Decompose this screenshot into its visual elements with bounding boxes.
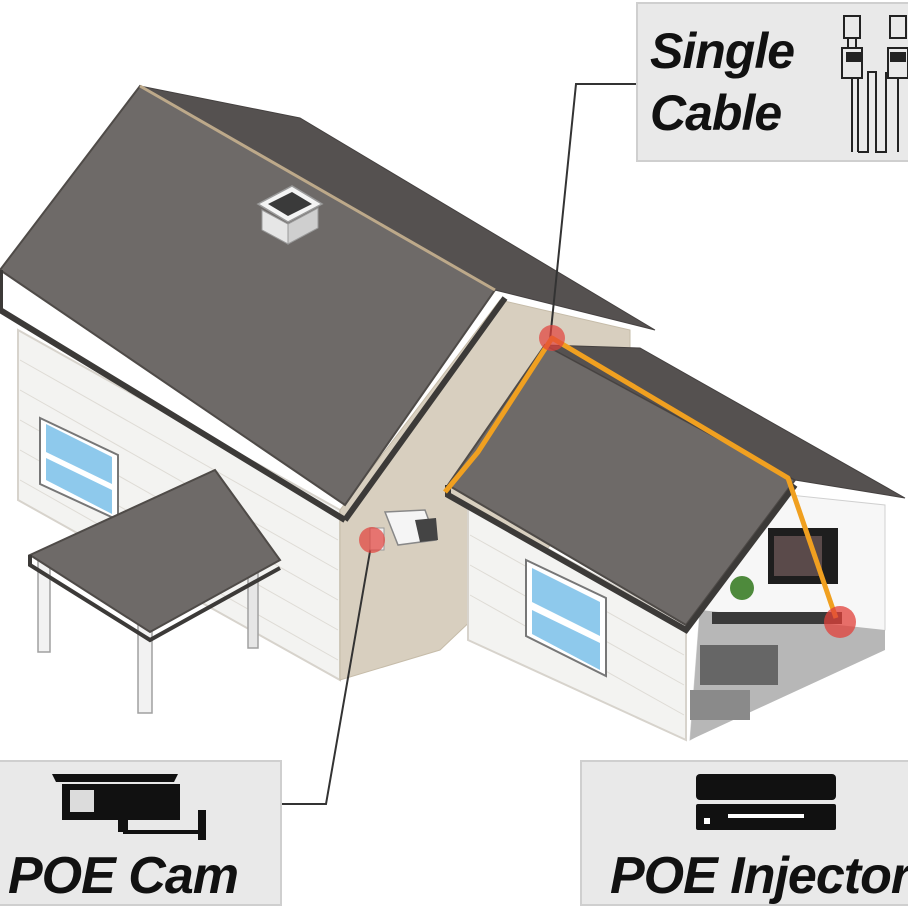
connection-point-camera [359, 527, 385, 553]
living-room-cutaway [689, 494, 886, 741]
single-cable-label: Single Cable [650, 20, 795, 144]
poe-injector-callout: POE Injector [580, 760, 908, 906]
single-cable-label-line1: Single [650, 23, 795, 79]
porch-roof [27, 468, 282, 634]
poe-injector-icon [696, 774, 836, 830]
single-cable-leader [549, 83, 636, 341]
connection-point-roof [539, 325, 565, 351]
leader-lines [282, 83, 636, 805]
annex-window [525, 558, 607, 678]
poe-cam-callout: POE Cam [0, 760, 282, 906]
main-house-window [39, 416, 119, 522]
single-cable-callout: Single Cable [636, 2, 908, 162]
connection-points [359, 325, 856, 638]
security-camera-icon [52, 774, 206, 840]
annex [445, 343, 906, 742]
poe-cam-leader [282, 539, 373, 805]
ethernet-cable-icon [841, 15, 908, 153]
chimney [256, 185, 324, 245]
poe-injector-label: POE Injector [610, 847, 908, 905]
poe-cam-label: POE Cam [8, 847, 239, 905]
porch [27, 468, 282, 714]
connection-point-injector [824, 606, 856, 638]
single-cable-label-line2: Cable [650, 85, 782, 141]
